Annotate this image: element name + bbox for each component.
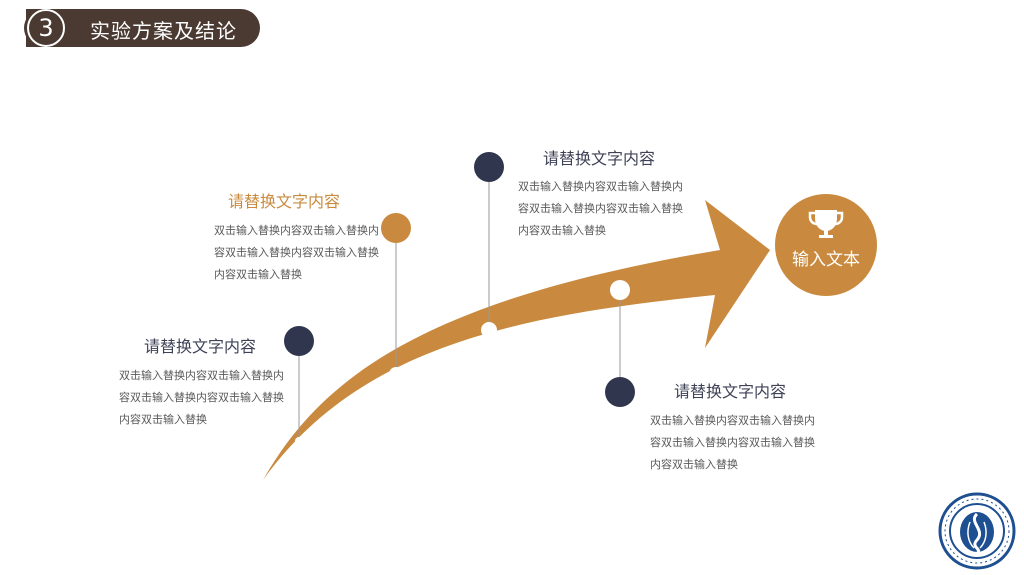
section-number: 3 — [27, 9, 65, 47]
step-2-heading: 请替换文字内容 — [228, 192, 341, 211]
step-1-heading: 请替换文字内容 — [144, 337, 257, 356]
step-1-body: 双击输入替换内容双击输入替换内容双击输入替换内容双击输入替换内容双击输入替换 — [119, 369, 284, 426]
arrow-point-3 — [481, 322, 497, 338]
marker-dot-4 — [605, 377, 635, 407]
marker-dot-3 — [474, 152, 504, 182]
arrow-shape — [263, 200, 770, 480]
marker-dot-2 — [381, 213, 411, 243]
arrow-point-2 — [389, 367, 403, 381]
university-emblem-icon — [938, 492, 1016, 570]
arrow-point-4 — [610, 280, 630, 300]
badge-label: 输入文本 — [792, 250, 860, 270]
section-title: 实验方案及结论 — [90, 19, 237, 43]
marker-dot-1 — [284, 326, 314, 356]
step-3-heading: 请替换文字内容 — [543, 149, 656, 168]
step-2-body: 双击输入替换内容双击输入替换内容双击输入替换内容双击输入替换内容双击输入替换 — [214, 224, 379, 281]
arrow-point-1 — [295, 437, 303, 445]
step-4-body: 双击输入替换内容双击输入替换内容双击输入替换内容双击输入替换内容双击输入替换 — [650, 414, 815, 471]
step-4-heading: 请替换文字内容 — [674, 382, 787, 401]
badge-circle — [775, 194, 877, 296]
step-3-body: 双击输入替换内容双击输入替换内容双击输入替换内容双击输入替换内容双击输入替换 — [518, 180, 683, 237]
trophy-icon — [808, 210, 844, 238]
